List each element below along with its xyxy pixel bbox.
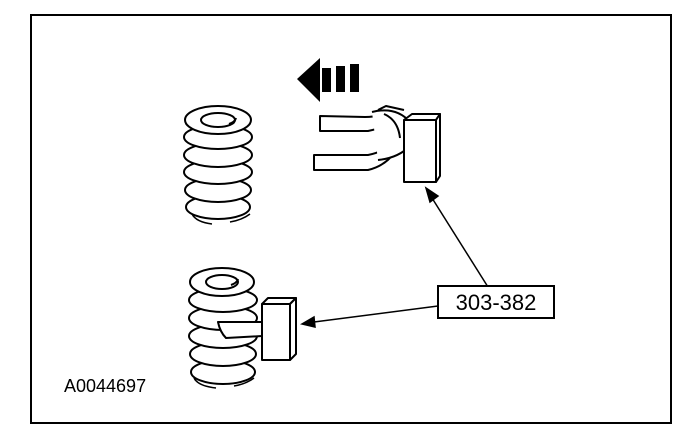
leader-lines bbox=[299, 186, 489, 328]
figure-id-label: A0044697 bbox=[64, 376, 146, 396]
spring-compressor-tool-installed bbox=[217, 297, 297, 361]
tool-callout-label: 303-382 bbox=[456, 290, 537, 315]
direction-arrow-icon bbox=[297, 58, 359, 102]
tool-callout-box bbox=[437, 285, 555, 319]
coil-spring-upper bbox=[183, 105, 253, 225]
spring-compressor-tool bbox=[313, 105, 441, 183]
